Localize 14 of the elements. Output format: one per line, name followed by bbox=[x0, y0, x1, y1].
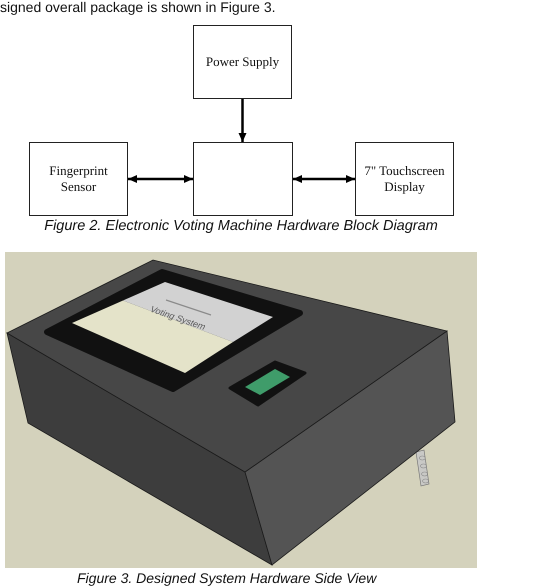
arrow bbox=[293, 175, 355, 183]
body-text: signed overall package is shown in Figure 3. bbox=[0, 0, 276, 15]
block-box bbox=[29, 142, 128, 216]
block-box bbox=[193, 25, 292, 99]
block-label: Power Supply bbox=[204, 54, 280, 70]
figure-caption: Figure 2. Electronic Voting Machine Hardware Block Diagram bbox=[44, 218, 438, 235]
block-label: 7" Touchscreen Display bbox=[363, 163, 446, 195]
block-label: Fingerprint Sensor bbox=[48, 163, 109, 195]
arrow bbox=[128, 175, 193, 183]
arrow bbox=[238, 99, 246, 142]
screen-title: Voting System bbox=[148, 304, 208, 332]
block-box bbox=[355, 142, 454, 216]
block-box bbox=[193, 142, 293, 216]
figure-caption: Figure 3. Designed System Hardware Side View bbox=[77, 571, 376, 586]
